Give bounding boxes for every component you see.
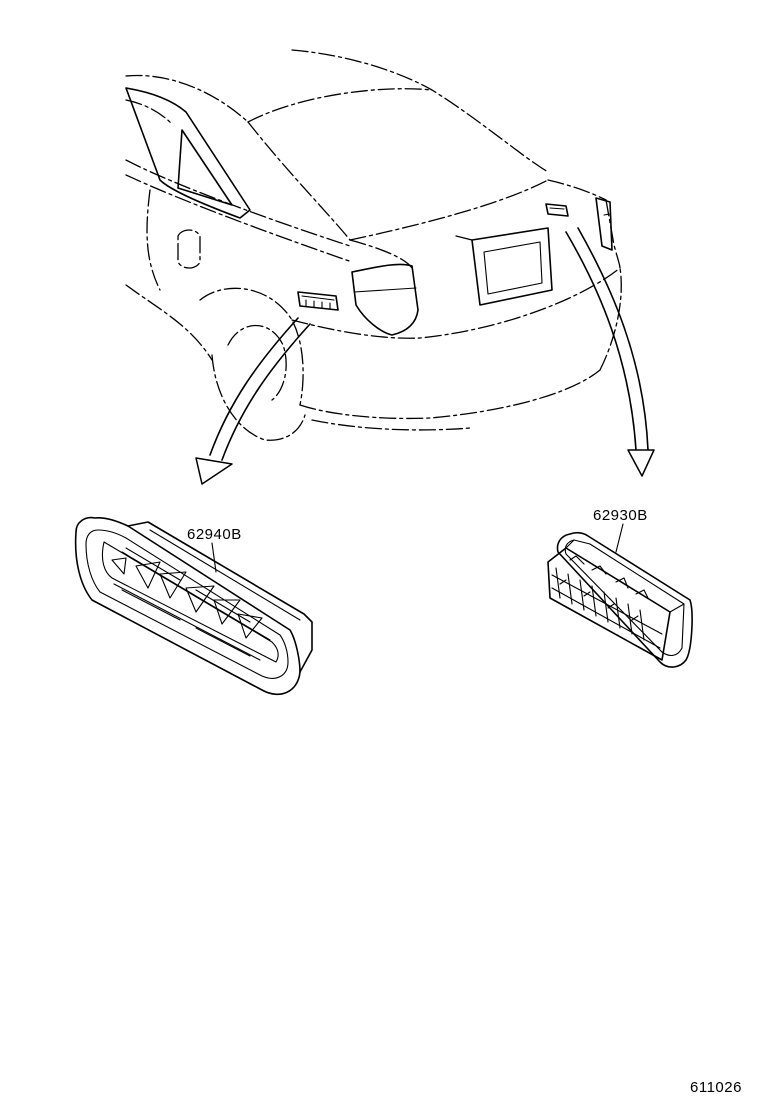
part-label-62940b: 62940B	[187, 526, 242, 543]
arrow-left	[195, 317, 311, 485]
part-62930b-illustration	[547, 523, 693, 668]
arrow-right	[565, 227, 655, 477]
part-62940b-illustration	[74, 516, 313, 696]
part-label-62930b: 62930B	[593, 507, 648, 524]
car-illustration	[125, 49, 622, 441]
figure-number: 611026	[690, 1079, 742, 1096]
